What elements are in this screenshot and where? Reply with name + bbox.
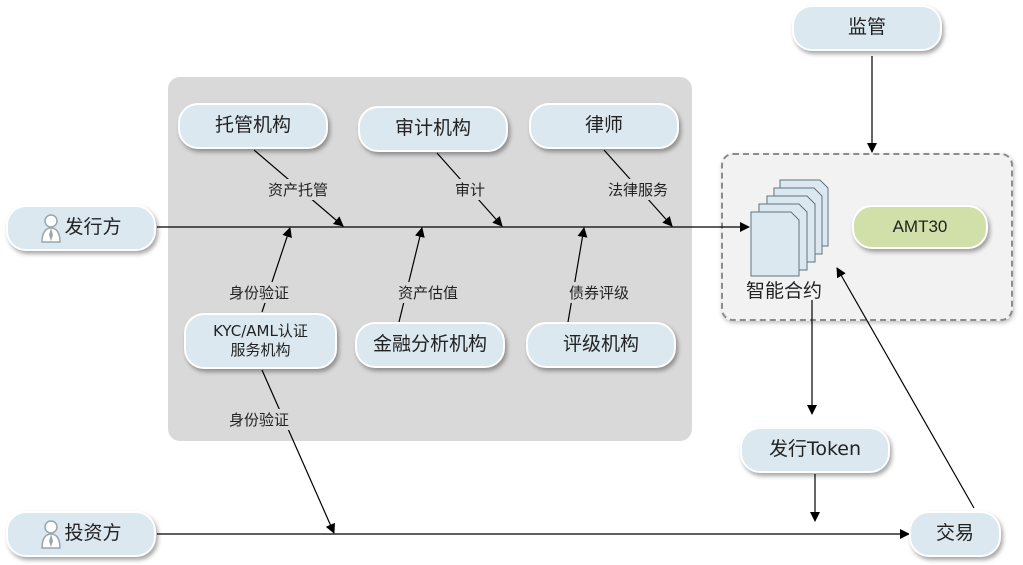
edge-label-identity-verify-bottom: 身份验证 [226,409,293,430]
node-trade-label: 交易 [935,522,974,545]
node-lawyer-label: 律师 [584,114,623,137]
edge-label-audit: 审计 [452,179,489,200]
edge-label-identity-verify-top: 身份验证 [226,282,293,303]
edge-label-bond-rating: 债券评级 [566,282,633,303]
node-kyc-aml[interactable]: KYC/AML认证 服务机构 [184,313,337,369]
financial-edge [398,227,425,323]
node-kyc-label-line2: 服务机构 [230,341,291,359]
person-icon [41,520,62,549]
node-trade[interactable]: 交易 [909,511,1001,557]
edge-label-asset-valuation: 资产估值 [395,282,462,303]
trade-to-contract-edge [836,267,975,509]
rating-edge [567,227,588,323]
edge-label-legal-service: 法律服务 [605,179,672,200]
node-lawyer[interactable]: 律师 [529,103,679,149]
node-issue-token[interactable]: 发行Token [740,427,890,473]
node-regulator[interactable]: 监管 [792,5,942,51]
node-auditor[interactable]: 审计机构 [358,106,508,152]
node-custodian[interactable]: 托管机构 [178,103,328,149]
node-issue-token-label: 发行Token [768,438,862,461]
node-investor-label: 投资方 [64,522,122,545]
node-custodian-label: 托管机构 [214,114,291,137]
edge-label-asset-custody: 资产托管 [265,179,332,200]
node-issuer[interactable]: 发行方 [6,205,156,251]
node-amt[interactable]: AMT30 [852,205,988,249]
node-rating-agency[interactable]: 评级机构 [526,322,676,368]
stacked-documents-icon[interactable] [748,178,832,278]
node-issuer-label: 发行方 [64,216,122,239]
node-amt-label: AMT30 [892,217,948,237]
kyc-edge-down [261,369,335,534]
smart-contract-label: 智能合约 [746,280,823,302]
node-investor[interactable]: 投资方 [6,511,156,557]
node-kyc-label-line1: KYC/AML认证 [213,322,308,341]
node-financial-analysis[interactable]: 金融分析机构 [355,322,505,368]
person-icon [41,214,62,243]
node-auditor-label: 审计机构 [394,117,471,140]
node-financial-analysis-label: 金融分析机构 [372,333,487,356]
node-regulator-label: 监管 [847,16,886,39]
node-rating-agency-label: 评级机构 [562,333,639,356]
